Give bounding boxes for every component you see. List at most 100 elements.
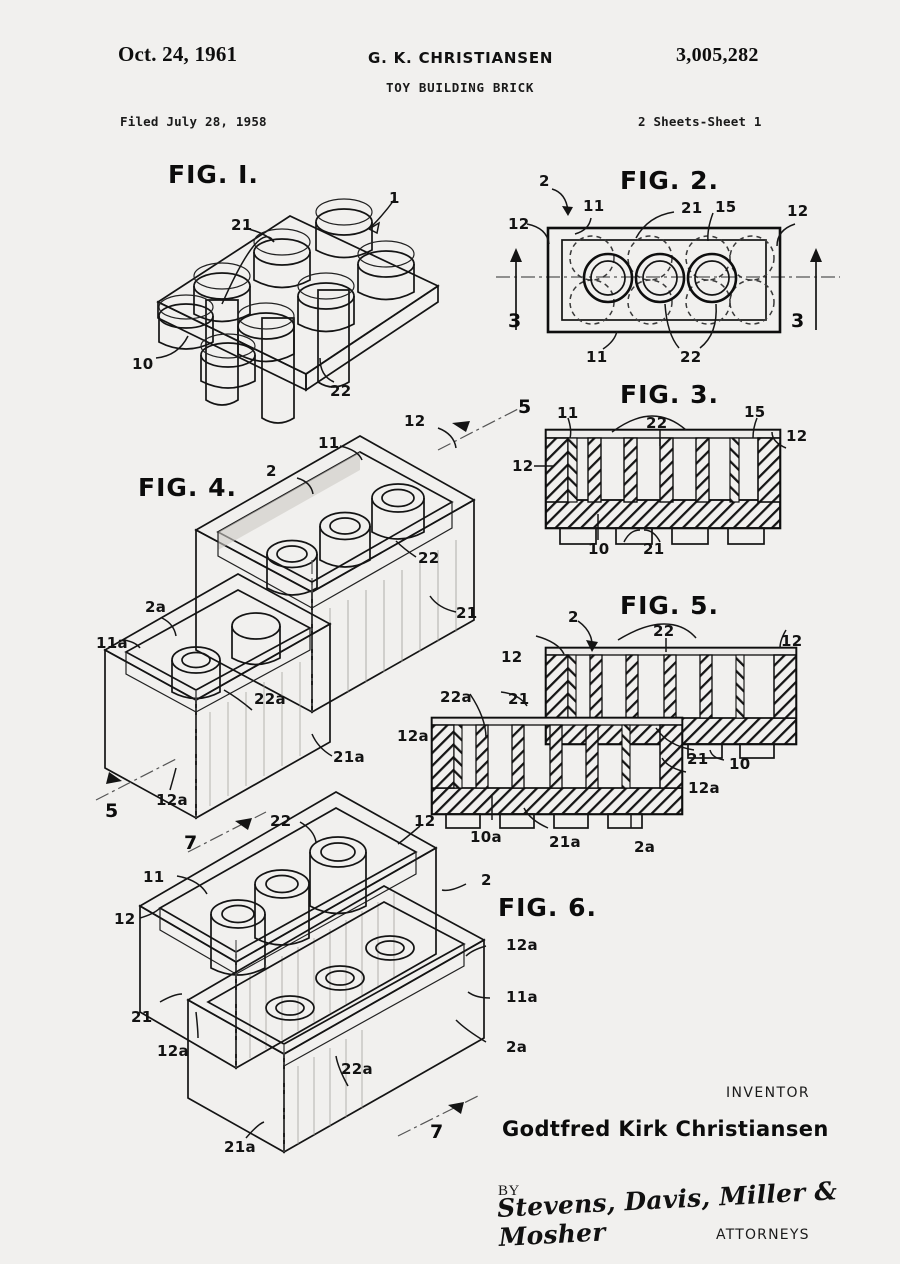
fig4-section-5-top: 5 <box>518 396 532 418</box>
fig6-section-7-bottom: 7 <box>430 1121 444 1143</box>
fig5-leaders <box>469 620 787 829</box>
fig4-ref-2: 2 <box>266 462 277 480</box>
fig5-ref-10: 10 <box>729 755 751 773</box>
fig2-section-3-right: 3 <box>791 310 805 332</box>
fig4-ref-21a: 21a <box>333 748 365 766</box>
fig4-brick-lower <box>103 573 332 820</box>
fig6-section-7-top: 7 <box>184 832 198 854</box>
fig2-section-arrows <box>510 248 822 330</box>
patent-number: 3,005,282 <box>676 44 759 66</box>
figure-6-title: FIG. 6. <box>498 893 597 922</box>
fig4-leaders <box>123 427 457 791</box>
fig2-section-3-left: 3 <box>508 310 522 332</box>
fig6-ref-12l: 12 <box>114 910 136 928</box>
fig6-ref-12a: 12a <box>506 936 538 954</box>
fig2-ref-11b: 11 <box>586 348 608 366</box>
fig6-ref-21: 21 <box>131 1008 153 1026</box>
fig2-ref-12l: 12 <box>508 215 530 233</box>
inventor-label: INVENTOR <box>726 1085 810 1101</box>
sheet-count: 2 Sheets-Sheet 1 <box>638 114 762 129</box>
fig2-ref-21: 21 <box>681 199 703 217</box>
fig5-ref-22a: 22a <box>440 688 472 706</box>
fig4-section-5 <box>95 407 521 801</box>
fig4-tubes-upper <box>266 483 425 596</box>
figure-2-title: FIG. 2. <box>620 166 719 195</box>
fig5-ref-12l: 12 <box>501 648 523 666</box>
fig4-brick-upper <box>194 435 476 714</box>
fig1-plate <box>155 198 440 424</box>
fig4-section-5-bottom: 5 <box>105 800 119 822</box>
fig4-ref-12a: 12a <box>156 791 188 809</box>
fig4-ref-2a: 2a <box>145 598 167 616</box>
fig5-brick-lower <box>430 716 684 829</box>
fig2-ref-11t: 11 <box>583 197 605 215</box>
fig4-ref-12t: 12 <box>404 412 426 430</box>
fig3-ref-22: 22 <box>646 414 668 432</box>
filed-line: Filed July 28, 1958 <box>120 114 267 129</box>
fig2-bottom-view <box>496 188 840 350</box>
inventor-signature: Godtfred Kirk Christiansen <box>502 1117 829 1141</box>
fig2-ref-22: 22 <box>680 348 702 366</box>
fig6-tubes-upper <box>210 836 367 976</box>
fig2-ref-15: 15 <box>715 198 737 216</box>
fig5-ref-21l: 21 <box>687 750 709 768</box>
by-label: BY <box>498 1183 520 1199</box>
figure-4-title: FIG. 4. <box>138 473 237 502</box>
fig3-ref-15: 15 <box>744 403 766 421</box>
figure-1-title: FIG. I. <box>168 160 259 189</box>
patent-title: TOY BUILDING BRICK <box>386 80 535 95</box>
fig1-studs <box>158 198 415 389</box>
figure-3-title: FIG. 3. <box>620 380 719 409</box>
fig3-section <box>534 415 787 545</box>
fig5-ref-12a2: 12a <box>397 727 429 745</box>
fig6-ref-2a: 2a <box>506 1038 528 1056</box>
fig4-ref-11a: 11a <box>96 634 128 652</box>
fig3-studs <box>559 527 765 545</box>
fig1-ref-10: 10 <box>132 355 154 373</box>
inventor-name-header: G. K. CHRISTIANSEN <box>368 49 554 67</box>
fig4-ref-22a: 22a <box>254 690 286 708</box>
fig6-section-7 <box>187 811 479 1137</box>
fig6-ref-12t: 12 <box>414 812 436 830</box>
fig5-ref-12r: 12 <box>781 632 803 650</box>
fig4-ref-21: 21 <box>456 604 478 622</box>
fig5-ref-2: 2 <box>568 608 579 626</box>
attorneys-label: ATTORNEYS <box>716 1227 810 1243</box>
fig5-ref-22: 22 <box>653 622 675 640</box>
fig3-ref-12l: 12 <box>512 457 534 475</box>
fig2-tubes <box>582 252 738 304</box>
fig2-ref-12r: 12 <box>787 202 809 220</box>
fig6-ref-22a: 22a <box>341 1060 373 1078</box>
fig3-tube-walls <box>567 437 740 503</box>
fig5-ref-21a: 21a <box>549 833 581 851</box>
fig6-ref-11: 11 <box>143 868 165 886</box>
fig6-ref-12a2: 12a <box>157 1042 189 1060</box>
fig6-leaders <box>139 821 491 1139</box>
fig6-brick-lower <box>186 885 486 1154</box>
fig6-ref-2: 2 <box>481 871 492 889</box>
fig5-ref-21u: 21 <box>508 690 530 708</box>
fig6-brick-upper <box>138 791 438 1070</box>
fig4-ref-11: 11 <box>318 434 340 452</box>
fig5-ref-12a: 12a <box>688 779 720 797</box>
fig3-ref-12r: 12 <box>786 427 808 445</box>
fig5-ref-2a: 2a <box>634 838 656 856</box>
filing-date-header: Oct. 24, 1961 <box>118 42 238 66</box>
fig1-ref-22: 22 <box>330 382 352 400</box>
fig3-ref-10: 10 <box>588 540 610 558</box>
fig1-ref-1: 1 <box>389 189 400 207</box>
fig2-ref-2: 2 <box>539 172 550 190</box>
fig3-ref-11: 11 <box>557 404 579 422</box>
fig3-ref-21: 21 <box>643 540 665 558</box>
fig6-ref-22: 22 <box>270 812 292 830</box>
figure-5-title: FIG. 5. <box>620 591 719 620</box>
fig6-ref-11a: 11a <box>506 988 538 1006</box>
fig1-ref-21: 21 <box>231 216 253 234</box>
